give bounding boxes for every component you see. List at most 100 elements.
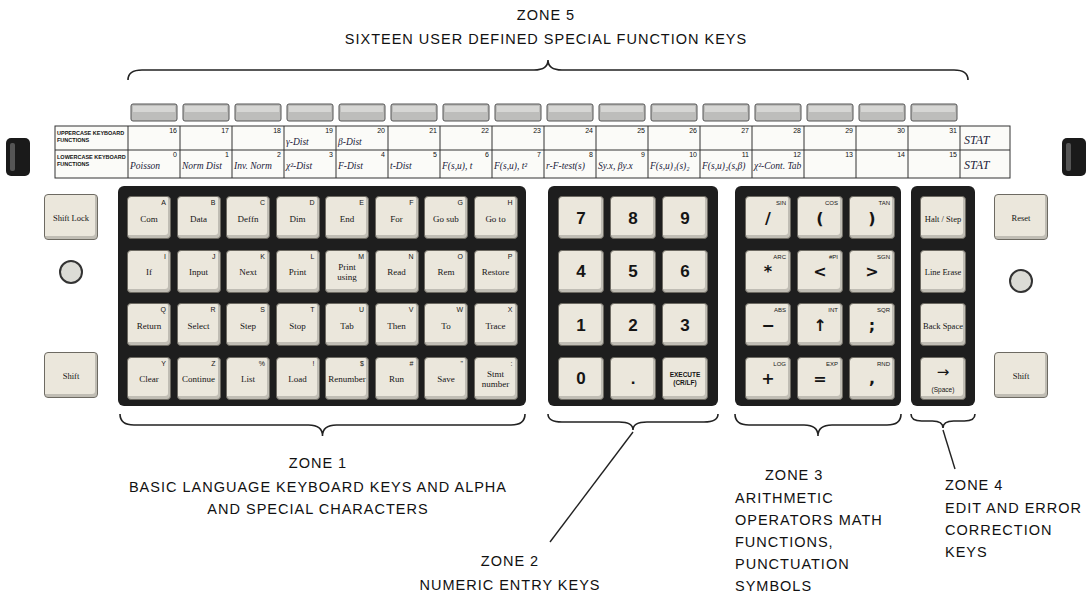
keyboard-key: DataB bbox=[177, 196, 221, 239]
key-legend: Return bbox=[130, 320, 168, 330]
key-legend: . bbox=[613, 369, 653, 388]
function-key bbox=[495, 104, 541, 121]
key-number: 22 bbox=[440, 127, 489, 135]
keyboard-key: ReturnQ bbox=[127, 303, 171, 346]
function-note: Sy.x, βy.x bbox=[598, 161, 646, 172]
key-legend: Go sub bbox=[427, 213, 465, 223]
key-shift-legend: N bbox=[408, 253, 413, 261]
key-number: 29 bbox=[804, 127, 853, 135]
keyboard-key: ThenV bbox=[375, 303, 419, 346]
key-legend: Continue bbox=[180, 374, 218, 384]
function-key-top bbox=[185, 106, 227, 112]
key-legend: Restore bbox=[477, 267, 515, 277]
function-key bbox=[807, 104, 853, 121]
key-legend: Shift Lock bbox=[47, 213, 95, 223]
keyboard-key: =EXP bbox=[797, 357, 843, 400]
function-key bbox=[859, 104, 905, 121]
function-key-top bbox=[653, 106, 695, 112]
key-number: 25 bbox=[596, 127, 645, 135]
key-legend: Shift bbox=[997, 371, 1045, 381]
key-number: 3 bbox=[284, 151, 333, 159]
knob-highlight bbox=[1066, 143, 1071, 171]
key-number: 24 bbox=[544, 127, 593, 135]
function-key-top bbox=[133, 106, 175, 112]
key-shift-legend: F bbox=[409, 199, 413, 207]
key-number: 13 bbox=[804, 151, 853, 159]
key-legend: = bbox=[800, 370, 840, 388]
key-legend: Renumber bbox=[328, 374, 366, 384]
function-note: χ²-Cont. Tab bbox=[754, 161, 802, 172]
zone-description: NUMERIC ENTRY KEYS bbox=[380, 574, 640, 596]
key-legend: Read bbox=[378, 267, 416, 277]
key-shift-legend: ! bbox=[313, 360, 315, 368]
function-key bbox=[235, 104, 281, 121]
key-number: 11 bbox=[700, 151, 749, 159]
key-number: 10 bbox=[648, 151, 697, 159]
key-legend: Reset bbox=[997, 213, 1045, 223]
key-legend: Clear bbox=[130, 374, 168, 384]
key-number: 31 bbox=[908, 127, 957, 135]
key-legend: 0 bbox=[561, 369, 601, 388]
keyboard-key: Halt / Step bbox=[920, 196, 966, 239]
key-shift-legend: U bbox=[359, 306, 364, 314]
key-legend: To bbox=[427, 320, 465, 330]
keyboard-key: 2 bbox=[610, 303, 656, 346]
strip-cell-line bbox=[336, 126, 337, 178]
key-legend: ↑ bbox=[800, 316, 840, 334]
key-panel bbox=[118, 186, 526, 406]
strip-cell-line bbox=[232, 126, 233, 178]
function-key bbox=[183, 104, 229, 121]
strip-heading: UPPERCASE KEYBOARD FUNCTIONS bbox=[57, 130, 126, 143]
function-note: Inv. Norm bbox=[234, 161, 282, 172]
indicator-light bbox=[60, 261, 82, 283]
stat-note: STAT bbox=[964, 133, 1008, 147]
key-number: 18 bbox=[232, 127, 281, 135]
key-panel bbox=[735, 186, 901, 406]
key-legend: Print bbox=[279, 267, 317, 277]
stat-note: STAT bbox=[964, 158, 1008, 172]
key-legend: , bbox=[852, 370, 892, 388]
key-legend: If bbox=[130, 267, 168, 277]
leader-line bbox=[943, 430, 955, 469]
key-legend: ) bbox=[852, 209, 892, 227]
key-legend: Step bbox=[229, 320, 267, 330]
keyboard-key: StopT bbox=[276, 303, 320, 346]
key-legend: Halt / Step bbox=[923, 213, 963, 223]
keyboard-key: Reset bbox=[994, 194, 1048, 240]
key-number: 5 bbox=[388, 151, 437, 159]
key-legend: Rem bbox=[427, 267, 465, 277]
key-legend: Line Erase bbox=[923, 267, 963, 277]
function-key-top bbox=[549, 106, 591, 112]
key-shift-legend: W bbox=[456, 306, 463, 314]
key-shift-legend: ABS bbox=[774, 306, 786, 314]
keyboard-key: To W bbox=[424, 303, 468, 346]
key-number: 23 bbox=[492, 127, 541, 135]
key-shift-legend: X bbox=[508, 306, 513, 314]
key-shift-legend: SGN bbox=[877, 253, 890, 261]
key-legend: Shift bbox=[47, 371, 95, 381]
function-note: F(s,u)₁(s)₂ bbox=[650, 161, 698, 172]
function-key-top bbox=[289, 106, 331, 112]
keyboard-key: )TAN bbox=[849, 196, 895, 239]
strip-cell-line bbox=[440, 126, 441, 178]
keyboard-key: ForF bbox=[375, 196, 419, 239]
function-key-top bbox=[237, 106, 279, 112]
function-note: t-Dist bbox=[390, 161, 438, 172]
key-number: 27 bbox=[700, 127, 749, 135]
function-key-top bbox=[393, 106, 435, 112]
key-shift-legend: Y bbox=[161, 360, 166, 368]
key-shift-legend: COS bbox=[825, 199, 838, 207]
strip-heading: LOWERCASE KEYBOARD FUNCTIONS bbox=[57, 154, 126, 167]
strip-cell-line bbox=[492, 126, 493, 178]
zone-brace bbox=[548, 414, 718, 430]
strip-cell-line bbox=[544, 126, 545, 178]
key-number: 20 bbox=[336, 127, 385, 135]
keyboard-key: TraceX bbox=[474, 303, 518, 346]
keyboard-key: 0 bbox=[558, 357, 604, 400]
keyboard-key: SelectR bbox=[177, 303, 221, 346]
key-shift-legend: C bbox=[260, 199, 265, 207]
key-shift-legend: H bbox=[507, 199, 512, 207]
zone-label: ZONE 1 bbox=[258, 452, 378, 474]
function-key-top bbox=[497, 106, 539, 112]
key-legend: Run bbox=[378, 374, 416, 384]
